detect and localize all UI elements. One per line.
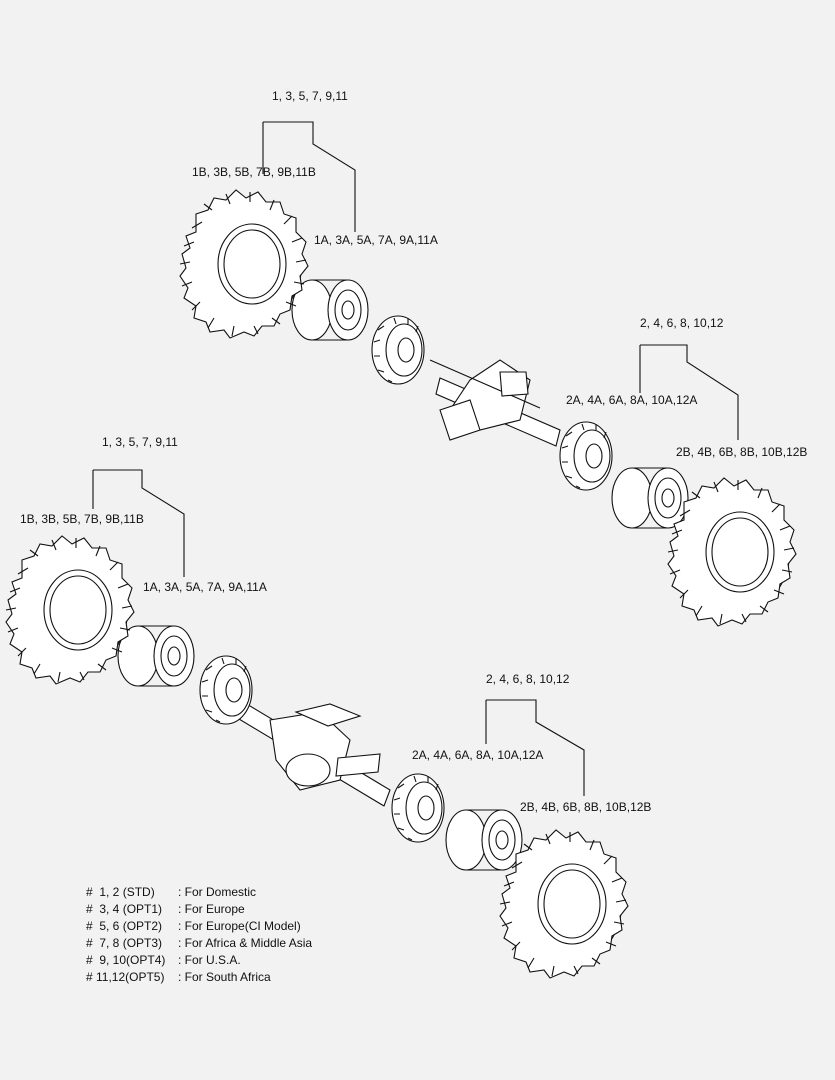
- legend-row: # 3, 4 (OPT1) : For Europe: [86, 901, 312, 918]
- callout-front-left-rim: 1A, 3A, 5A, 7A, 9A,11A: [143, 580, 267, 594]
- legend-desc: : For Europe(CI Model): [178, 919, 301, 933]
- option-legend: # 1, 2 (STD) : For Domestic # 3, 4 (OPT1)…: [86, 884, 312, 986]
- legend-desc: : For Domestic: [178, 885, 257, 899]
- leader-lines: [92, 121, 739, 796]
- callout-front-right-rim: 2A, 4A, 6A, 8A, 10A,12A: [412, 748, 544, 762]
- legend-code: # 9, 10(OPT4): [86, 953, 166, 967]
- callout-rear-right-tire: 2B, 4B, 6B, 8B, 10B,12B: [676, 445, 808, 459]
- legend-code: # 7, 8 (OPT3): [86, 936, 163, 950]
- legend-code: # 3, 4 (OPT1): [86, 902, 163, 916]
- callout-front-right-group: 2, 4, 6, 8, 10,12: [486, 672, 570, 686]
- legend-row: # 11,12(OPT5) : For South Africa: [86, 969, 312, 986]
- callout-rear-left-rim: 1A, 3A, 5A, 7A, 9A,11A: [314, 233, 438, 247]
- legend-code: # 1, 2 (STD): [86, 885, 155, 899]
- callout-rear-left-tire: 1B, 3B, 5B, 7B, 9B,11B: [192, 165, 316, 179]
- legend-desc: : For Europe: [178, 902, 245, 916]
- callout-rear-right-group: 2, 4, 6, 8, 10,12: [640, 316, 724, 330]
- callout-front-left-group: 1, 3, 5, 7, 9,11: [102, 435, 178, 449]
- legend-desc: : For Africa & Middle Asia: [178, 936, 313, 950]
- callout-rear-left-group: 1, 3, 5, 7, 9,11: [272, 89, 348, 103]
- legend-code: # 11,12(OPT5): [86, 970, 165, 984]
- callout-front-left-tire: 1B, 3B, 5B, 7B, 9B,11B: [20, 512, 144, 526]
- front-axle-assembly: [5, 535, 629, 979]
- legend-desc: : For South Africa: [178, 970, 271, 984]
- legend-row: # 5, 6 (OPT2) : For Europe(CI Model): [86, 918, 312, 935]
- callout-rear-right-rim: 2A, 4A, 6A, 8A, 10A,12A: [566, 393, 698, 407]
- legend-row: # 7, 8 (OPT3) : For Africa & Middle Asia: [86, 935, 312, 952]
- legend-row: # 1, 2 (STD) : For Domestic: [86, 884, 312, 901]
- legend-row: # 9, 10(OPT4) : For U.S.A.: [86, 952, 312, 969]
- legend-desc: : For U.S.A.: [178, 953, 241, 967]
- legend-code: # 5, 6 (OPT2): [86, 919, 163, 933]
- callout-front-right-tire: 2B, 4B, 6B, 8B, 10B,12B: [520, 800, 652, 814]
- rear-axle-assembly: [179, 189, 797, 627]
